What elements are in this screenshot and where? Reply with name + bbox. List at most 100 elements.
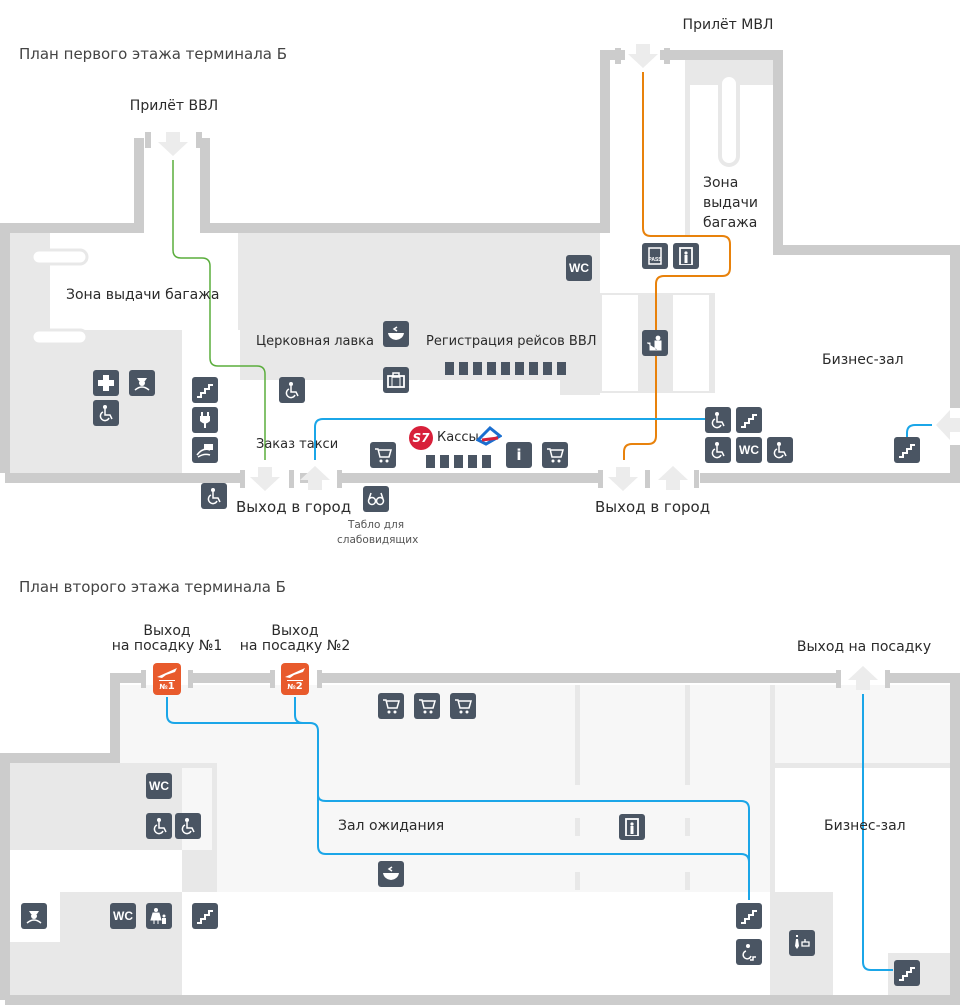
baggage-carousel-left bbox=[30, 328, 89, 346]
arrival-domestic-route bbox=[172, 160, 266, 460]
departure-plane-icon bbox=[285, 667, 305, 678]
shop-cart-icon[interactable] bbox=[378, 693, 404, 719]
gate-2-button[interactable]: №2 bbox=[281, 663, 309, 695]
checkin-desk bbox=[473, 362, 482, 375]
security-frame-icon[interactable] bbox=[619, 814, 645, 840]
checkin-desk bbox=[459, 362, 468, 375]
shop-cart-icon[interactable] bbox=[542, 442, 568, 468]
floor2-title: План второго этажа терминала Б bbox=[19, 578, 286, 596]
door-post bbox=[141, 670, 146, 688]
church-shop-label: Церковная лавка bbox=[256, 334, 374, 349]
luggage-storage-icon[interactable] bbox=[383, 367, 409, 393]
passport-control-icon[interactable]: PASS bbox=[642, 243, 668, 269]
entry-up-arrow-icon bbox=[658, 466, 688, 490]
stairs-icon[interactable] bbox=[736, 407, 762, 433]
gate2-label-line2: на посадку №2 bbox=[239, 638, 351, 654]
disabled-assistance-icon[interactable] bbox=[705, 407, 731, 433]
s7-logo-icon: S7 bbox=[409, 426, 433, 450]
disabled-wc-icon[interactable] bbox=[146, 813, 172, 839]
disabled-assistance-icon[interactable] bbox=[201, 483, 227, 509]
ticket-desk bbox=[482, 455, 491, 468]
business-lounge-label-2: Бизнес-зал bbox=[824, 818, 906, 834]
shop-cart-icon[interactable] bbox=[450, 693, 476, 719]
stairs-icon[interactable] bbox=[894, 437, 920, 463]
customs-icon[interactable] bbox=[642, 330, 668, 356]
arrival-arrow-icon bbox=[158, 132, 188, 156]
checkin-desks bbox=[445, 362, 566, 375]
checkin-desk bbox=[515, 362, 524, 375]
mother-child-room-icon[interactable] bbox=[146, 903, 172, 929]
gate-num: 1 bbox=[167, 680, 175, 692]
cafe-icon[interactable] bbox=[378, 861, 404, 887]
checkin-desk bbox=[487, 362, 496, 375]
stairs-icon[interactable] bbox=[736, 903, 762, 929]
business-lounge-zone-1 bbox=[775, 255, 950, 473]
stairs-icon[interactable] bbox=[894, 960, 920, 986]
door-post bbox=[598, 470, 603, 488]
floor2-bottom-zone bbox=[182, 892, 777, 995]
disabled-assistance-icon[interactable] bbox=[767, 437, 793, 463]
cafe-icon[interactable] bbox=[383, 321, 409, 347]
entry-left-arrow-icon bbox=[936, 410, 960, 440]
boarding-route-gate1 bbox=[166, 697, 750, 900]
door-post bbox=[188, 670, 193, 688]
baggage-carousel-right bbox=[718, 73, 740, 167]
floor2-walls bbox=[0, 673, 960, 1005]
stairs-icon[interactable] bbox=[192, 377, 218, 403]
wc-icon[interactable]: WC bbox=[110, 903, 136, 929]
boarding-exit-label: Выход на посадку bbox=[796, 639, 932, 655]
svg-text:PASS: PASS bbox=[648, 257, 662, 263]
shop-cart-icon[interactable] bbox=[370, 442, 396, 468]
door-post bbox=[836, 670, 841, 688]
security-frame-icon[interactable] bbox=[673, 243, 699, 269]
arrival-international-route bbox=[623, 72, 731, 460]
gate-1-number: №1 bbox=[159, 679, 175, 692]
baggage-claim-right-label-1: Зона bbox=[703, 175, 739, 191]
checkin-desk bbox=[445, 362, 454, 375]
wc-icon[interactable]: WC bbox=[146, 773, 172, 799]
exit-route bbox=[314, 418, 705, 460]
shop-cart-icon[interactable] bbox=[414, 693, 440, 719]
arrival-arrow-icon bbox=[628, 44, 658, 68]
police-icon[interactable] bbox=[21, 903, 47, 929]
business-lounge-label-1: Бизнес-зал bbox=[822, 352, 904, 368]
floor2-left-cell bbox=[10, 850, 182, 892]
wheelchair-icon[interactable] bbox=[279, 377, 305, 403]
power-outlet-icon[interactable] bbox=[192, 407, 218, 433]
door-post bbox=[664, 48, 670, 64]
door-post bbox=[694, 470, 699, 488]
glasses-icon[interactable] bbox=[363, 486, 389, 512]
gate-1-button[interactable]: №1 bbox=[153, 663, 181, 695]
service-desk-icon[interactable] bbox=[789, 930, 815, 956]
floor1-walls bbox=[0, 50, 960, 483]
police-icon[interactable] bbox=[129, 370, 155, 396]
ticket-desk bbox=[454, 455, 463, 468]
stairs-icon[interactable] bbox=[192, 903, 218, 929]
baggage-carousel-left bbox=[30, 248, 89, 266]
taxi-order-icon[interactable] bbox=[192, 437, 218, 463]
first-aid-icon[interactable] bbox=[93, 370, 119, 396]
gate2-label-line1: Выход bbox=[271, 623, 319, 639]
checkin-desk bbox=[501, 362, 510, 375]
disabled-assistance-icon[interactable] bbox=[705, 437, 731, 463]
church-checkin-zone bbox=[240, 330, 600, 395]
info-icon[interactable]: i bbox=[506, 442, 532, 468]
door-post bbox=[145, 132, 151, 148]
door-post bbox=[270, 670, 275, 688]
gate1-label-line1: Выход bbox=[143, 623, 191, 639]
wc-icon[interactable]: WC bbox=[736, 437, 762, 463]
wc-icon[interactable]: WC bbox=[566, 255, 592, 281]
checkin-domestic-label: Регистрация рейсов ВВЛ bbox=[426, 334, 597, 349]
exit-down-arrow-icon bbox=[250, 467, 280, 491]
wheelchair-lift-icon[interactable] bbox=[736, 939, 762, 965]
disabled-assistance-icon[interactable] bbox=[175, 813, 201, 839]
gate-prefix: № bbox=[159, 682, 168, 691]
boarding-up-arrow-icon bbox=[848, 666, 878, 690]
waiting-hall-label: Зал ожидания bbox=[338, 818, 445, 834]
disabled-assistance-icon[interactable] bbox=[93, 400, 119, 426]
checkin-desk bbox=[543, 362, 552, 375]
ticket-desk bbox=[426, 455, 435, 468]
